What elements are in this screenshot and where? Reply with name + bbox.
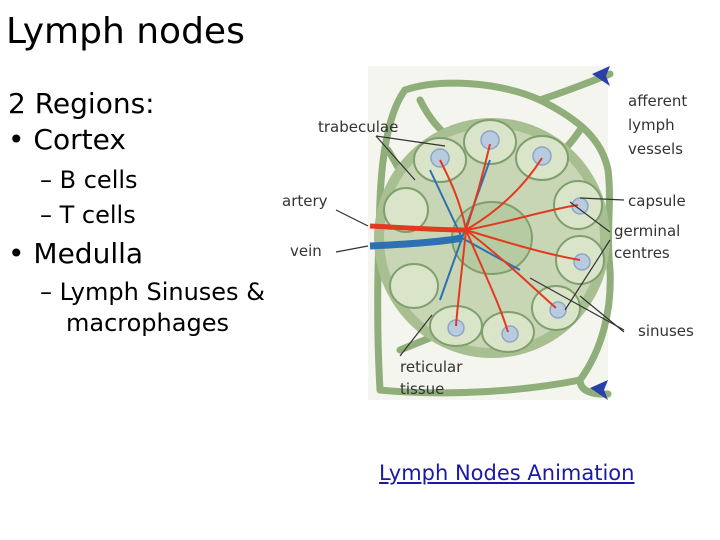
label-trabeculae: trabeculae — [318, 118, 398, 136]
bullet-cortex: • Cortex — [8, 122, 265, 158]
label-reticular-2: tissue — [400, 380, 444, 398]
label-afferent-1: afferent — [628, 92, 687, 110]
bullet-dot: • — [8, 123, 25, 157]
label-capsule: capsule — [628, 192, 686, 210]
regions-heading: 2 Regions: — [8, 87, 155, 120]
lymph-node-diagram: trabeculae artery vein afferent lymph ve… — [282, 66, 694, 400]
label-afferent-3: vessels — [628, 140, 683, 158]
artery-vessel — [369, 223, 467, 233]
dash-marker: – — [40, 165, 52, 194]
bullet-dot: • — [8, 237, 25, 271]
t-cells-text: T cells — [59, 200, 136, 229]
dash-marker: – — [40, 200, 52, 229]
sinuses-text-1: Lymph Sinuses & — [59, 277, 265, 306]
arrow-top-icon — [592, 66, 610, 86]
label-vein: vein — [290, 242, 322, 260]
label-afferent-2: lymph — [628, 116, 675, 134]
sub-bullet-b-cells: – B cells — [8, 163, 265, 198]
sinuses-text-2: macrophages — [66, 308, 229, 337]
bullet-medulla: • Medulla — [8, 236, 265, 272]
medulla-label: Medulla — [33, 237, 144, 271]
label-artery: artery — [282, 192, 328, 210]
label-sinuses: sinuses — [638, 322, 694, 340]
artery-branches — [439, 143, 581, 333]
sub-bullet-t-cells: – T cells — [8, 198, 265, 233]
leader-lines — [335, 135, 625, 357]
label-germinal-1: germinal — [614, 222, 680, 240]
arrow-bottom-icon — [590, 380, 608, 400]
b-cells-text: B cells — [59, 165, 138, 194]
afferent-arrows — [590, 66, 610, 400]
bullet-list: 2 Regions: • Cortex – B cells – T cells … — [8, 86, 265, 339]
dash-marker: – — [40, 277, 52, 306]
cortex-label: Cortex — [33, 123, 126, 157]
slide-title: Lymph nodes — [6, 11, 245, 52]
vein-vessel — [369, 234, 463, 250]
sub-bullet-sinuses: – Lymph Sinuses & macrophages — [8, 277, 265, 339]
animation-link[interactable]: Lymph Nodes Animation — [379, 461, 635, 485]
label-germinal-2: centres — [614, 244, 670, 262]
label-reticular-1: reticular — [400, 358, 463, 376]
